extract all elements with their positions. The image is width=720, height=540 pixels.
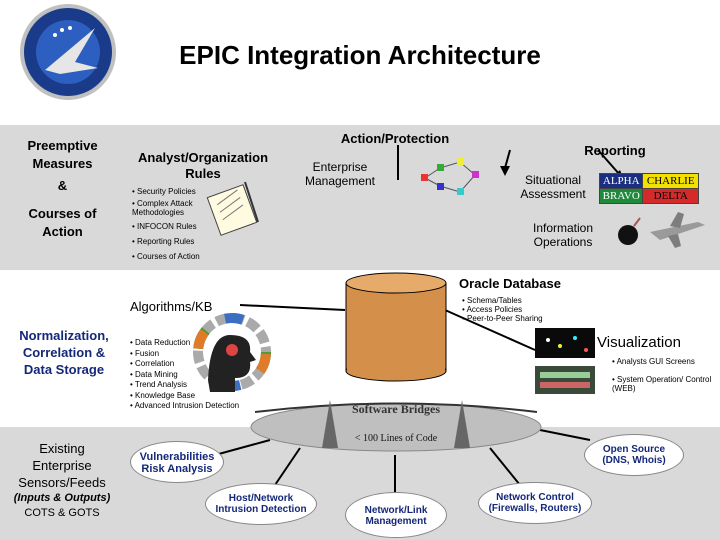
knowledge-wheel-icon [193, 313, 271, 392]
network-graph-icon [421, 158, 479, 195]
database-cylinder [345, 272, 447, 382]
algorithms-item: • Knowledge Base [130, 390, 196, 400]
left-row2-line: Correlation & [22, 345, 106, 360]
network-control-line: (Firewalls, Routers) [488, 503, 582, 514]
analyst-item: • Reporting Rules [132, 237, 195, 246]
left-row3-line: Sensors/Feeds [18, 475, 106, 490]
jet-icon [650, 212, 705, 248]
left-row1: Preemptive Measures & Courses of Action [5, 137, 120, 241]
vulnerabilities-line: Vulnerabilities [139, 451, 215, 463]
clipboard-icon [206, 181, 259, 236]
bomb-icon [618, 217, 641, 245]
left-row2-line: Normalization, [19, 328, 109, 343]
left-row1-line: Measures [32, 156, 93, 171]
connector-to-visualization [444, 309, 536, 351]
oracle-item: • Peer-to-Peer Sharing [462, 314, 543, 323]
information-line: Operations [533, 235, 593, 249]
analyst-heading-line: Analyst/Organization [137, 150, 269, 165]
visualization-screens [535, 328, 595, 394]
situational-assessment-label: Situational Assessment [508, 173, 598, 201]
network-control-line: Network Control [496, 492, 574, 503]
situational-line: Situational [524, 173, 582, 187]
algorithms-item: • Trend Analysis [130, 380, 188, 389]
visualization-heading: Visualization [597, 334, 681, 351]
left-row1-line: Courses of [28, 206, 97, 221]
situational-line: Assessment [520, 187, 586, 201]
logo-emblem [20, 4, 116, 100]
left-row3-sub: (Inputs & Outputs) [13, 492, 111, 504]
analyst-item: • Courses of Action [132, 252, 200, 261]
left-row3: Existing Enterprise Sensors/Feeds (Input… [3, 440, 121, 520]
visualization-list: • Analysts GUI Screens • System Operatio… [612, 357, 712, 393]
software-bridges-label: Software Bridges [351, 402, 441, 416]
algorithms-item: • Data Mining [130, 369, 178, 379]
grid-delta: DELTA [642, 188, 699, 204]
lines-of-code-label: < 100 Lines of Code [354, 433, 438, 444]
enterprise-management-line: Enterprise [312, 160, 368, 174]
analyst-item: • INFOCON Rules [132, 222, 197, 231]
grid-alpha: ALPHA [598, 173, 644, 189]
network-control-oval: Network Control (Firewalls, Routers) [478, 482, 592, 524]
connector-to-algorithms [239, 304, 346, 311]
open-source-line: Open Source [602, 444, 666, 455]
left-row1-line: & [57, 178, 68, 193]
information-operations-label: Information Operations [518, 221, 608, 249]
left-row1-line: Action [42, 224, 83, 239]
grid-bravo: BRAVO [598, 188, 644, 204]
information-line: Information [532, 221, 594, 235]
visualization-item: • Analysts GUI Screens [612, 357, 695, 366]
network-link-line: Management [365, 516, 427, 527]
software-bridge [250, 400, 542, 452]
host-line: Intrusion Detection [215, 504, 307, 515]
action-protection-heading: Action/Protection [340, 131, 450, 146]
algorithms-heading: Algorithms/KB [130, 299, 213, 314]
visualization-item: • System Operation/ Control (WEB) [612, 375, 712, 393]
open-source-oval: Open Source (DNS, Whois) [584, 434, 684, 476]
left-row1-line: Preemptive [27, 138, 98, 153]
left-row3-sub: COTS & GOTS [24, 507, 100, 519]
page-title: EPIC Integration Architecture [179, 40, 541, 70]
connector-to-host [274, 447, 301, 486]
analyst-heading-line: Rules [185, 166, 221, 181]
analyst-list: • Security Policies • Complex Attack Met… [132, 186, 222, 262]
algorithms-list: • Data Reduction • Fusion • Correlation … [130, 338, 260, 412]
oracle-heading: Oracle Database [459, 276, 561, 291]
left-row2: Normalization, Correlation & Data Storag… [5, 327, 123, 378]
network-link-line: Network/Link [364, 505, 428, 516]
vulnerabilities-oval: Vulnerabilities Risk Analysis [130, 441, 224, 483]
left-row2-line: Data Storage [23, 362, 105, 377]
connector-to-network-control [489, 447, 521, 486]
open-source-line: (DNS, Whois) [602, 455, 666, 466]
grid-charlie: CHARLIE [642, 173, 699, 189]
analyst-heading: Analyst/Organization Rules [128, 150, 278, 182]
analyst-item: • Complex Attack Methodologies [132, 199, 193, 217]
enterprise-management-label: Enterprise Management [295, 160, 385, 188]
algorithms-item: • Fusion [130, 348, 160, 358]
enterprise-management-line: Management [304, 174, 376, 188]
infocon-grid: ALPHA CHARLIE BRAVO DELTA [598, 173, 699, 204]
vulnerabilities-line: Risk Analysis [141, 463, 213, 475]
left-row3-line: Enterprise [32, 458, 92, 473]
algorithms-item: • Correlation [130, 359, 175, 368]
oracle-list: • Schema/Tables • Access Policies • Peer… [462, 296, 572, 323]
analyst-item: • Security Policies [132, 187, 196, 196]
connector-to-open-source [539, 429, 591, 441]
left-row3-line: Existing [39, 441, 85, 456]
network-link-oval: Network/Link Management [345, 492, 447, 538]
reporting-heading: Reporting [584, 143, 646, 158]
oracle-item: • Access Policies [462, 305, 523, 314]
host-network-oval: Host/Network Intrusion Detection [205, 483, 317, 525]
host-line: Host/Network [228, 493, 294, 504]
oracle-item: • Schema/Tables [462, 296, 522, 305]
connector-to-vulnerabilities [214, 439, 271, 456]
algorithms-item: • Data Reduction [130, 338, 191, 347]
algorithms-item: • Advanced Intrusion Detection [130, 401, 240, 410]
